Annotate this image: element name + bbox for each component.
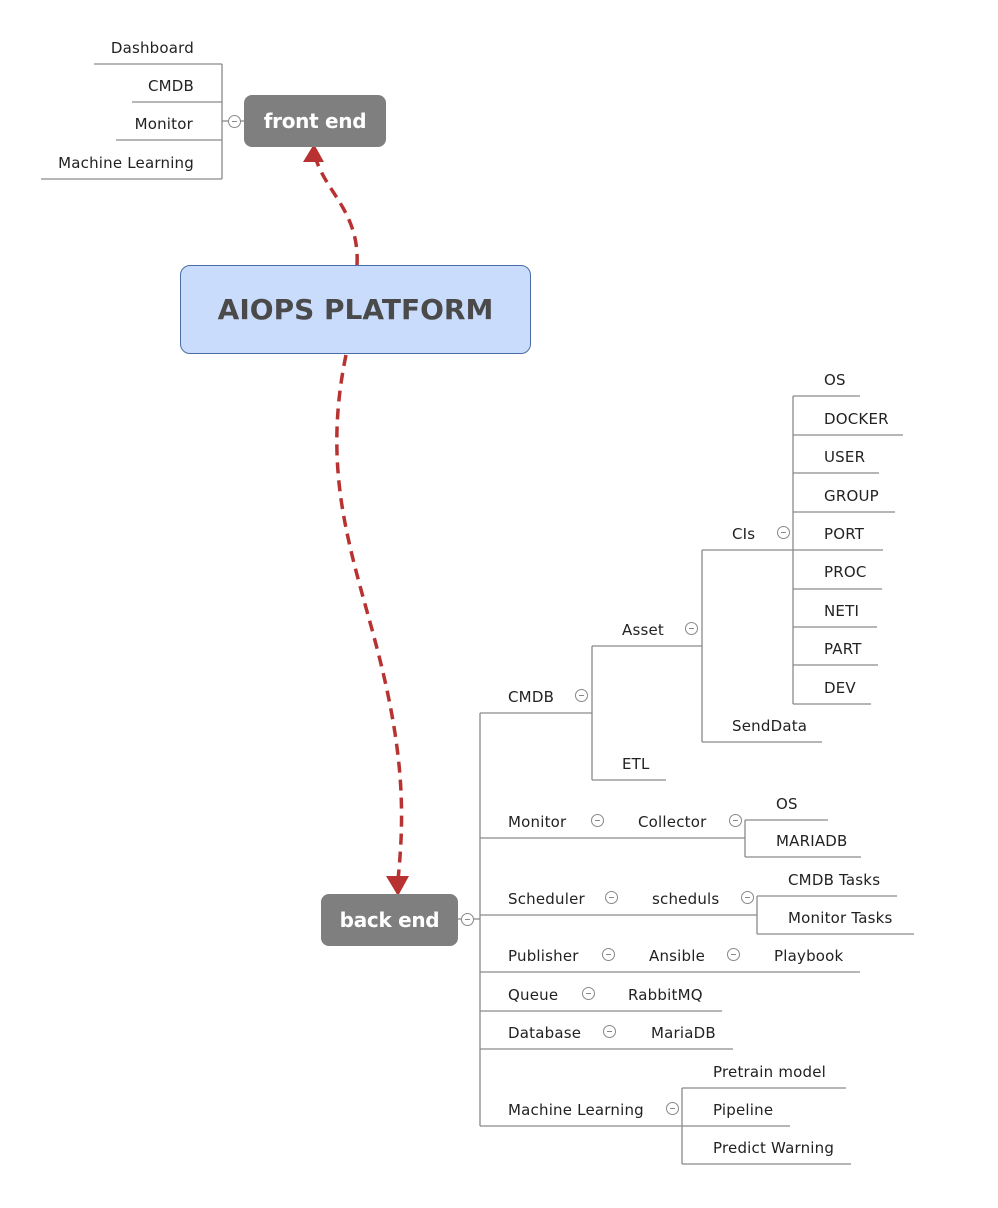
database-mariadb[interactable]: MariaDB [651,1024,716,1042]
scheduler-collapse-toggle[interactable] [605,891,618,904]
scheduls-monitor-tasks[interactable]: Monitor Tasks [788,909,893,927]
asset-senddata[interactable]: SendData [732,717,808,735]
back-end-publisher[interactable]: Publisher [508,947,579,965]
collector-os[interactable]: OS [776,795,798,813]
back-end-scheduler[interactable]: Scheduler [508,890,585,908]
ci-os[interactable]: OS [824,371,846,389]
ansible-playbook[interactable]: Playbook [774,947,844,965]
scheduls-cmdb-tasks[interactable]: CMDB Tasks [788,871,881,889]
queue-rabbitmq[interactable]: RabbitMQ [628,986,703,1004]
ci-neti[interactable]: NETI [824,602,860,620]
cmdb-collapse-toggle[interactable] [575,689,588,702]
scheduls-collapse-toggle[interactable] [741,891,754,904]
machine-learning-collapse-toggle[interactable] [666,1102,679,1115]
back-end-collapse-toggle[interactable] [461,913,474,926]
cmdb-asset[interactable]: Asset [622,621,665,639]
ml-pipeline[interactable]: Pipeline [713,1101,774,1119]
ci-part[interactable]: PART [824,640,862,658]
monitor-collapse-toggle[interactable] [591,814,604,827]
collector-collapse-toggle[interactable] [729,814,742,827]
root-to-front-end-connector [312,151,359,266]
database-collapse-toggle[interactable] [603,1025,616,1038]
front-end-item-cmdb[interactable]: CMDB [147,77,194,95]
asset-collapse-toggle[interactable] [685,622,698,635]
cis-collapse-toggle[interactable] [777,526,790,539]
front-end-collapse-toggle[interactable] [228,115,241,128]
ansible-collapse-toggle[interactable] [727,948,740,961]
scheduler-scheduls[interactable]: scheduls [652,890,720,908]
back-end-cmdb[interactable]: CMDB [508,688,555,706]
back-end-node[interactable]: back end [321,894,458,946]
ci-port[interactable]: PORT [824,525,865,543]
back-end-arrowhead [386,876,409,896]
publisher-ansible[interactable]: Ansible [649,947,706,965]
root-node[interactable]: AIOPS PLATFORM [180,265,531,354]
ci-proc[interactable]: PROC [824,563,867,581]
publisher-collapse-toggle[interactable] [602,948,615,961]
front-end-node[interactable]: front end [244,95,386,147]
root-to-back-end-connector [335,354,404,881]
front-end-item-dashboard[interactable]: Dashboard [110,39,194,57]
front-end-item-machine-learning[interactable]: Machine Learning [58,154,194,172]
back-end-machine-learning[interactable]: Machine Learning [508,1101,644,1119]
queue-collapse-toggle[interactable] [582,987,595,1000]
ml-pretrain-model[interactable]: Pretrain model [713,1063,827,1081]
asset-cis[interactable]: CIs [732,525,756,543]
monitor-collector[interactable]: Collector [638,813,707,831]
ci-docker[interactable]: DOCKER [824,410,889,428]
ml-predict-warning[interactable]: Predict Warning [713,1139,835,1157]
front-end-arrowhead [303,144,324,162]
back-end-database[interactable]: Database [508,1024,582,1042]
back-end-monitor[interactable]: Monitor [508,813,567,831]
cmdb-etl[interactable]: ETL [622,755,650,773]
ci-user[interactable]: USER [824,448,866,466]
back-end-queue[interactable]: Queue [508,986,559,1004]
front-end-item-monitor[interactable]: Monitor [134,115,193,133]
ci-dev[interactable]: DEV [824,679,856,697]
ci-group[interactable]: GROUP [824,487,879,505]
collector-mariadb[interactable]: MARIADB [776,832,848,850]
